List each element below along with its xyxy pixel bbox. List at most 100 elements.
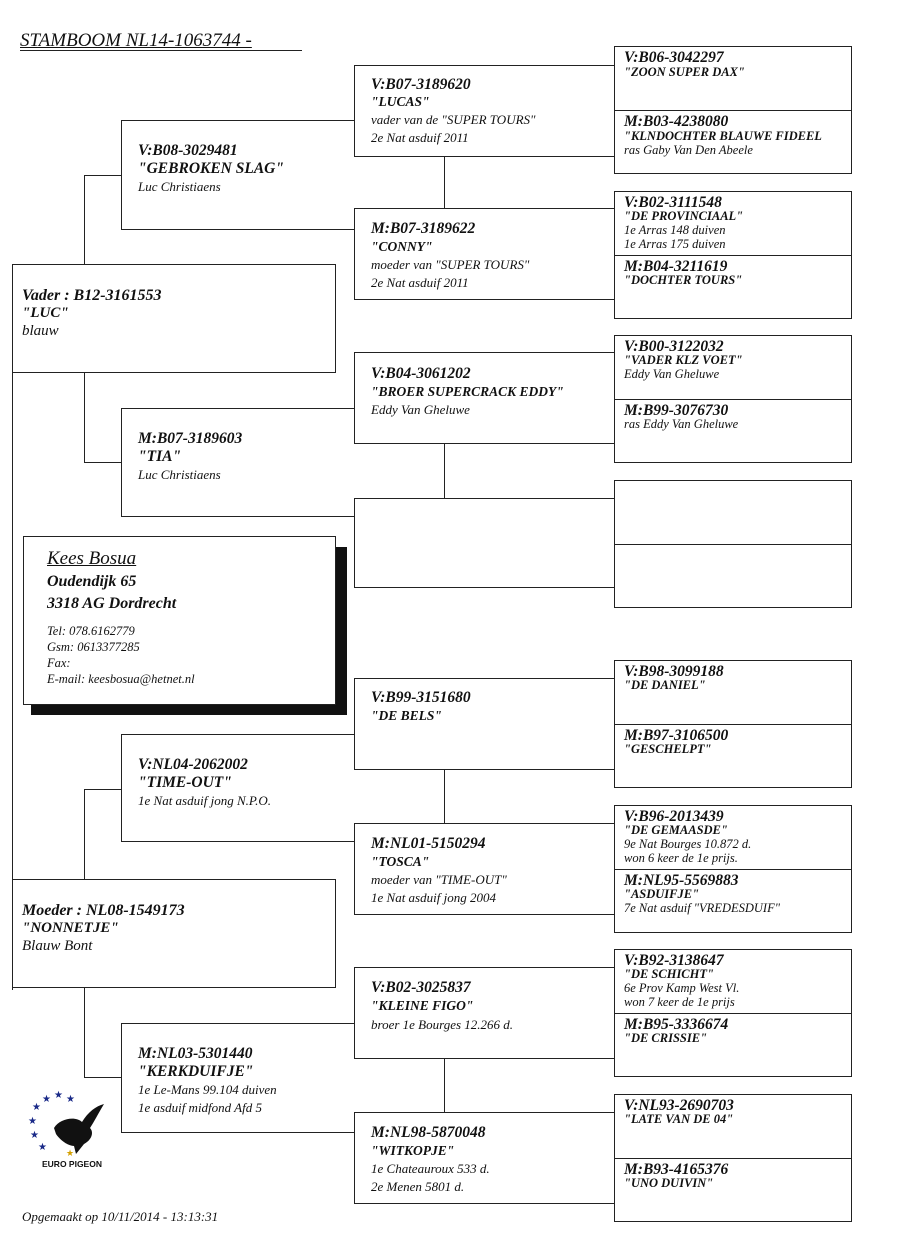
sire-info: blauw xyxy=(22,323,59,339)
gen3-box-empty xyxy=(354,498,615,588)
svg-text:★: ★ xyxy=(28,1116,37,1127)
gen4-name: "LATE VAN DE 04" xyxy=(624,1112,734,1126)
gen4-id: M:NL95-5569883 xyxy=(624,872,739,889)
svg-text:★: ★ xyxy=(66,1094,75,1105)
gen4-info: won 6 keer de 1e prijs. xyxy=(624,851,738,865)
gen3-info: 1e Chateauroux 533 d. xyxy=(371,1161,490,1176)
gen2-id: V:B08-3029481 xyxy=(138,142,238,159)
gen3-name: "CONNY" xyxy=(371,239,433,254)
sire-name: "LUC" xyxy=(22,305,69,321)
gen4-id: M:B95-3336674 xyxy=(624,1016,729,1033)
gen3-name: "BROER SUPERCRACK EDDY" xyxy=(371,384,564,399)
gen3-info: 2e Menen 5801 d. xyxy=(371,1179,465,1194)
gen3-info: Eddy Van Gheluwe xyxy=(371,402,470,417)
gen4-id: M:B03-4238080 xyxy=(624,113,729,130)
gen4-pair-box: V:B92-3138647 "DE SCHICHT" 6e Prov Kamp … xyxy=(614,949,852,1077)
gen4-name: "DE CRISSIE" xyxy=(624,1031,708,1045)
owner-street: Oudendijk 65 xyxy=(47,573,137,590)
gen2-id: V:NL04-2062002 xyxy=(138,756,248,773)
sire-box: Vader : B12-3161553 "LUC" blauw xyxy=(12,264,336,373)
gen3-box: V:B99-3151680 "DE BELS" xyxy=(354,678,615,770)
gen3-box: V:B04-3061202 "BROER SUPERCRACK EDDY" Ed… xyxy=(354,352,615,444)
dam-box: Moeder : NL08-1549173 "NONNETJE" Blauw B… xyxy=(12,879,336,988)
svg-text:★: ★ xyxy=(32,1102,41,1113)
gen3-info: moeder van "TIME-OUT" xyxy=(371,872,507,887)
gen3-box: M:NL01-5150294 "TOSCA" moeder van "TIME-… xyxy=(354,823,615,915)
logo-text: EURO PIGEON xyxy=(42,1159,102,1169)
dam-id: Moeder : NL08-1549173 xyxy=(22,902,185,919)
gen4-name: "DE GEMAASDE" xyxy=(624,823,728,837)
gen4-id: M:B99-3076730 xyxy=(624,402,729,419)
svg-text:★: ★ xyxy=(30,1130,39,1141)
svg-text:★: ★ xyxy=(66,1149,74,1159)
gen3-name: "LUCAS" xyxy=(371,94,430,109)
gen4-name: "UNO DUIVIN" xyxy=(624,1176,714,1190)
gen4-id: V:B06-3042297 xyxy=(624,49,724,66)
gen3-box: V:B02-3025837 "KLEINE FIGO" broer 1e Bou… xyxy=(354,967,615,1059)
gen3-box: M:NL98-5870048 "WITKOPJE" 1e Chateauroux… xyxy=(354,1112,615,1204)
gen3-info: moeder van "SUPER TOURS" xyxy=(371,257,530,272)
owner-card: Kees Bosua Oudendijk 65 3318 AG Dordrech… xyxy=(23,536,336,705)
sire-id: Vader : B12-3161553 xyxy=(22,287,162,304)
gen3-id: M:NL01-5150294 xyxy=(371,835,486,852)
gen3-info: broer 1e Bourges 12.266 d. xyxy=(371,1017,514,1032)
page-title: STAMBOOM NL14-1063744 - xyxy=(20,30,252,51)
svg-text:★: ★ xyxy=(54,1090,63,1101)
gen3-id: V:B07-3189620 xyxy=(371,76,471,93)
gen3-id: M:B07-3189622 xyxy=(371,220,476,237)
gen4-id: V:B96-2013439 xyxy=(624,808,724,825)
gen4-id: V:B92-3138647 xyxy=(624,952,724,969)
gen4-name: "DE SCHICHT" xyxy=(624,967,714,981)
gen2-info: 1e Le-Mans 99.104 duiven xyxy=(138,1082,277,1097)
gen3-box: V:B07-3189620 "LUCAS" vader van de "SUPE… xyxy=(354,65,615,157)
gen3-info: 1e Nat asduif jong 2004 xyxy=(371,890,496,905)
dam-info: Blauw Bont xyxy=(22,938,93,954)
gen4-pair-box: V:B02-3111548 "DE PROVINCIAAL" 1e Arras … xyxy=(614,191,852,319)
gen4-pair-box-empty xyxy=(614,480,852,608)
gen4-info: ras Eddy Van Gheluwe xyxy=(624,417,739,431)
gen4-pair-box: V:B06-3042297 "ZOON SUPER DAX" M:B03-423… xyxy=(614,46,852,174)
gen3-name: "TOSCA" xyxy=(371,854,430,869)
gen2-info: Luc Christiaens xyxy=(138,179,221,194)
tree-spine-line xyxy=(12,265,14,990)
gen4-pair-box: V:NL93-2690703 "LATE VAN DE 04" M:B93-41… xyxy=(614,1094,852,1222)
gen3-info: vader van de "SUPER TOURS" xyxy=(371,112,536,127)
gen4-name: "DOCHTER TOURS" xyxy=(624,273,743,287)
gen4-id: V:NL93-2690703 xyxy=(624,1097,734,1114)
gen4-name: "DE PROVINCIAAL" xyxy=(624,209,744,223)
gen4-name: "ASDUIFJE" xyxy=(624,887,700,901)
gen4-info: won 7 keer de 1e prijs xyxy=(624,995,735,1009)
gen2-id: M:NL03-5301440 xyxy=(138,1045,253,1062)
gen4-info: 9e Nat Bourges 10.872 d. xyxy=(624,837,752,851)
gen3-name: "WITKOPJE" xyxy=(371,1143,455,1158)
gen3-info: 2e Nat asduif 2011 xyxy=(371,275,469,290)
owner-email: E-mail: keesbosua@hetnet.nl xyxy=(47,672,195,686)
gen3-name: "DE BELS" xyxy=(371,708,442,723)
gen3-box: M:B07-3189622 "CONNY" moeder van "SUPER … xyxy=(354,208,615,300)
gen3-info: 2e Nat asduif 2011 xyxy=(371,130,469,145)
gen2-name: "GEBROKEN SLAG" xyxy=(138,160,284,177)
gen4-pair-box: V:B96-2013439 "DE GEMAASDE" 9e Nat Bourg… xyxy=(614,805,852,933)
gen4-name: "ZOON SUPER DAX" xyxy=(624,65,745,79)
pigeon-icon: ★ ★ ★ ★ ★ ★ ★ ★ xyxy=(28,1090,104,1159)
euro-pigeon-logo: ★ ★ ★ ★ ★ ★ ★ ★ EURO PIGEON xyxy=(24,1088,114,1174)
gen2-name: "TIA" xyxy=(138,448,182,465)
owner-fax: Fax: xyxy=(47,656,71,670)
gen3-id: V:B04-3061202 xyxy=(371,365,471,382)
gen4-info: 6e Prov Kamp West Vl. xyxy=(624,981,740,995)
owner-gsm: Gsm: 0613377285 xyxy=(47,640,140,654)
gen3-id: V:B02-3025837 xyxy=(371,979,471,996)
gen4-name: "GESCHELPT" xyxy=(624,742,712,756)
gen4-id: V:B98-3099188 xyxy=(624,663,724,680)
gen4-info: 1e Arras 148 duiven xyxy=(624,223,726,237)
gen3-name: "KLEINE FIGO" xyxy=(371,998,474,1013)
gen4-id: V:B02-3111548 xyxy=(624,194,722,211)
svg-text:★: ★ xyxy=(38,1142,47,1153)
gen2-info: Luc Christiaens xyxy=(138,467,221,482)
gen2-info: 1e asduif midfond Afd 5 xyxy=(138,1100,262,1115)
gen4-id: M:B04-3211619 xyxy=(624,258,728,275)
gen4-name: "VADER KLZ VOET" xyxy=(624,353,743,367)
footer-timestamp: Opgemaakt op 10/11/2014 - 13:13:31 xyxy=(22,1209,219,1224)
gen4-name: "DE DANIEL" xyxy=(624,678,706,692)
gen2-name: "KERKDUIFJE" xyxy=(138,1063,254,1080)
